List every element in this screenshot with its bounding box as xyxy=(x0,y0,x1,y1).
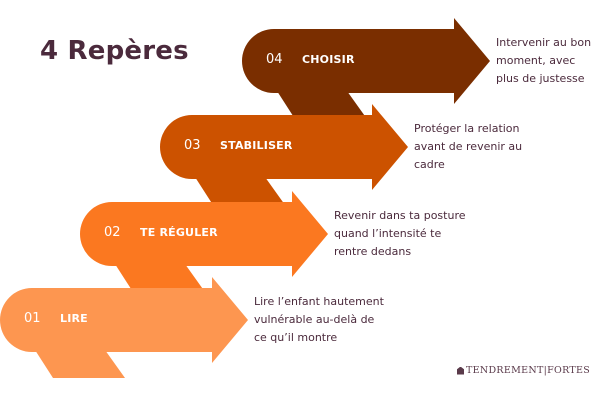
step-description: Lire l’enfant hautement vulnérable au-de… xyxy=(254,295,384,344)
arrow-body xyxy=(0,277,248,363)
brand-logo: TENDREMENT|FORTES xyxy=(457,365,590,376)
arrow-step-03 xyxy=(160,104,408,205)
step-description: Intervenir au bon moment, avec plus de j… xyxy=(496,36,592,85)
logo-text: TENDREMENT|FORTES xyxy=(466,365,591,376)
diagram-title: 4 Repères xyxy=(40,36,189,66)
step-number: 01 xyxy=(24,311,41,326)
arrow-step-01 xyxy=(0,277,248,378)
step-number: 03 xyxy=(184,138,201,153)
step-label: TE RÉGULER xyxy=(140,226,218,239)
step-number: 02 xyxy=(104,225,121,240)
house-icon xyxy=(457,366,464,375)
arrow-body xyxy=(242,18,490,104)
arrow-tail xyxy=(277,91,367,119)
arrow-tail xyxy=(35,350,125,378)
step-label: LIRE xyxy=(60,312,88,325)
arrow-step-02 xyxy=(80,191,328,292)
arrow-tail xyxy=(115,264,205,292)
arrow-body xyxy=(160,104,408,190)
step-description: Protéger la relation avant de revenir au… xyxy=(414,122,523,171)
step-label: CHOISIR xyxy=(302,53,355,66)
arrow-step-04 xyxy=(242,18,490,119)
arrow-tail xyxy=(195,177,285,205)
step-description: Revenir dans ta posture quand l’intensit… xyxy=(334,209,466,258)
step-number: 04 xyxy=(266,52,283,67)
step-label: STABILISER xyxy=(220,139,293,152)
arrow-body xyxy=(80,191,328,277)
